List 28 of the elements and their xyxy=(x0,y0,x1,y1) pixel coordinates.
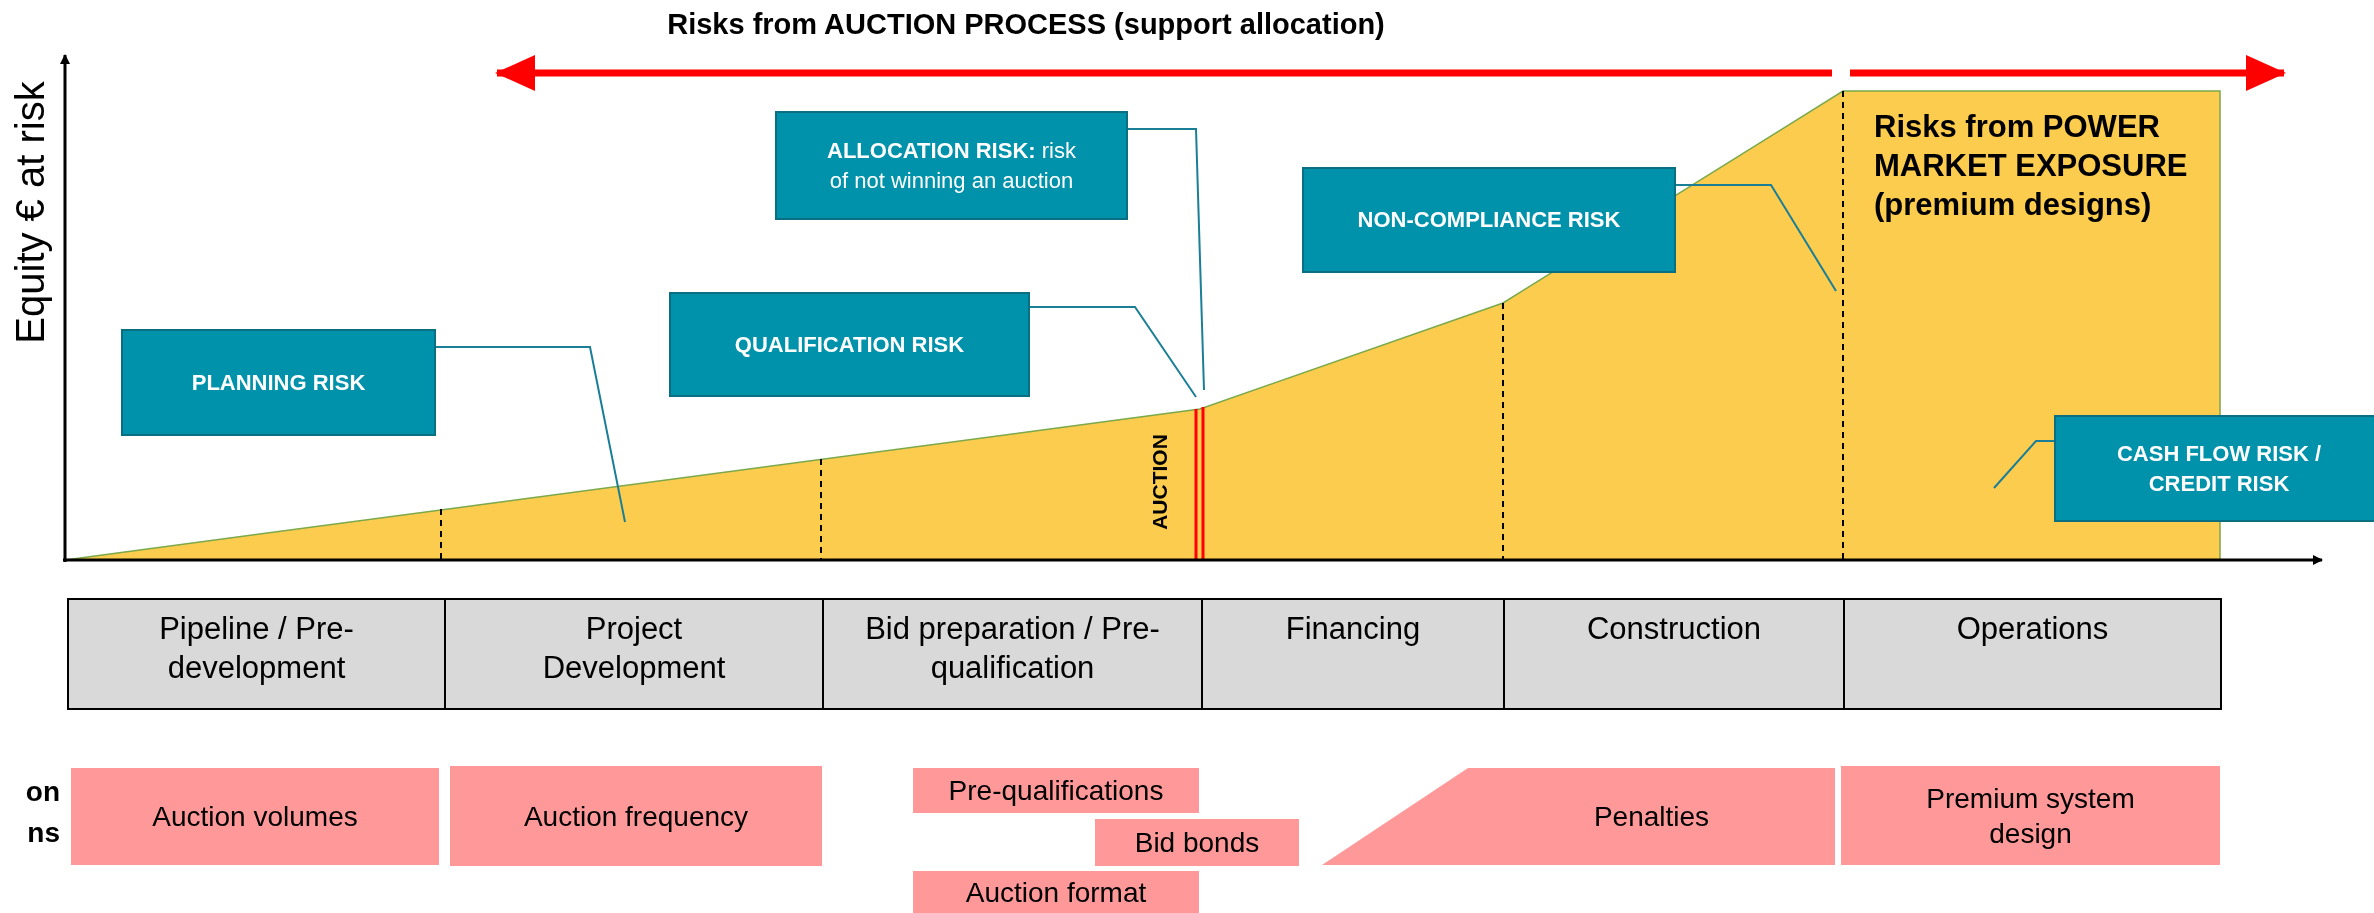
phase-box: Financing xyxy=(1201,598,1505,710)
section-heading: Risks from POWER MARKET EXPOSURE (premium designs) xyxy=(1874,108,2189,224)
design-element-box: Auction format xyxy=(913,871,1199,913)
row-heading: on ns xyxy=(24,775,60,850)
risk-callout-box: ALLOCATION RISK: risk of not winning an auction xyxy=(775,111,1128,220)
design-element-box: Pre-qualifications xyxy=(913,768,1199,813)
phase-box: Project Development xyxy=(444,598,824,710)
design-element-box: Auction frequency xyxy=(450,766,822,866)
risk-callout-box: NON-COMPLIANCE RISK xyxy=(1302,167,1676,273)
phase-box: Operations xyxy=(1843,598,2222,710)
leader-line xyxy=(1993,440,2055,489)
risk-callout-box: QUALIFICATION RISK xyxy=(669,292,1030,397)
leader-line xyxy=(1675,184,1837,292)
design-element-box: Auction volumes xyxy=(71,768,439,865)
auction-label: AUCTION xyxy=(1148,433,1172,532)
design-element-box: Bid bonds xyxy=(1095,819,1299,866)
phase-box: Bid preparation / Pre-qualification xyxy=(822,598,1203,710)
leader-line xyxy=(1127,128,1205,391)
chart-title: Risks from AUCTION PROCESS (support allocation) xyxy=(666,8,1386,41)
phase-box: Pipeline / Pre-development xyxy=(67,598,446,710)
phase-box: Construction xyxy=(1503,598,1845,710)
leader-line xyxy=(435,346,626,523)
axis-label: Equity € at risk xyxy=(7,80,53,346)
risk-callout-box: CASH FLOW RISK / CREDIT RISK xyxy=(2054,415,2374,522)
leader-line xyxy=(1029,306,1197,398)
risk-callout-box: PLANNING RISK xyxy=(121,329,436,436)
design-element-box: Premium system design xyxy=(1841,766,2220,865)
box-label: Penalties xyxy=(1593,800,1710,833)
